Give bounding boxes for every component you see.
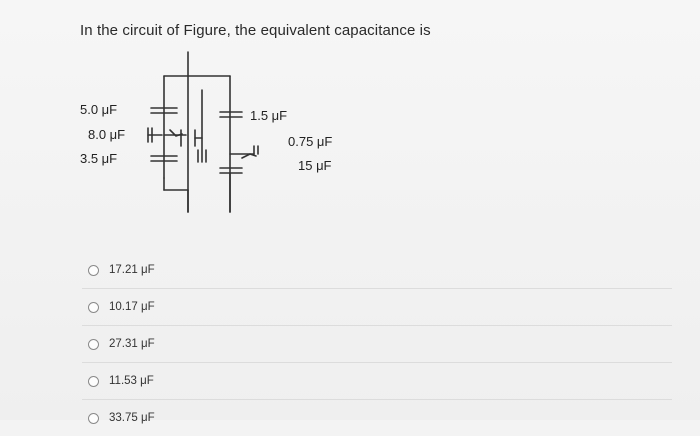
cap-label-1.5uF: 1.5 μF	[250, 108, 288, 123]
radio-button[interactable]	[88, 264, 99, 276]
answer-option-3[interactable]: 27.31 μF	[82, 326, 672, 363]
answer-option-1[interactable]: 17.21 μF	[82, 252, 672, 289]
question-text: In the circuit of Figure, the equivalent…	[80, 22, 431, 39]
answer-option-label: 10.17 μF	[109, 301, 155, 313]
answer-option-label: 27.31 μF	[109, 338, 155, 350]
circuit-diagram	[147, 51, 259, 213]
cap-8uF-squiggle	[169, 129, 183, 137]
cap-label-8uF: 8.0 μF	[88, 127, 126, 142]
answer-option-2[interactable]: 10.17 μF	[82, 289, 672, 326]
cap-label-15uF: 15 μF	[298, 158, 332, 173]
answer-option-label: 11.53 μF	[109, 375, 154, 387]
circuit-figure: 5.0 μF 8.0 μF 3.5 μF 1.5 μF 0.75 μF 15 μ…	[78, 50, 378, 220]
cap-label-5uF: 5.0 μF	[80, 102, 118, 117]
answer-options: 17.21 μF 10.17 μF 27.31 μF 11.53 μF 33.7…	[82, 252, 672, 436]
cap-label-0.75uF: 0.75 μF	[288, 134, 333, 149]
answer-option-5[interactable]: 33.75 μF	[82, 400, 672, 436]
radio-button[interactable]	[88, 412, 99, 424]
answer-option-label: 33.75 μF	[109, 412, 155, 424]
cap-0.75uF-squiggle	[241, 153, 257, 159]
quiz-page: In the circuit of Figure, the equivalent…	[0, 0, 700, 424]
answer-option-4[interactable]: 11.53 μF	[82, 363, 672, 400]
radio-button[interactable]	[88, 375, 99, 387]
radio-button[interactable]	[88, 301, 99, 313]
answer-option-label: 17.21 μF	[109, 264, 155, 276]
radio-button[interactable]	[88, 338, 99, 350]
cap-label-3.5uF: 3.5 μF	[80, 151, 118, 166]
